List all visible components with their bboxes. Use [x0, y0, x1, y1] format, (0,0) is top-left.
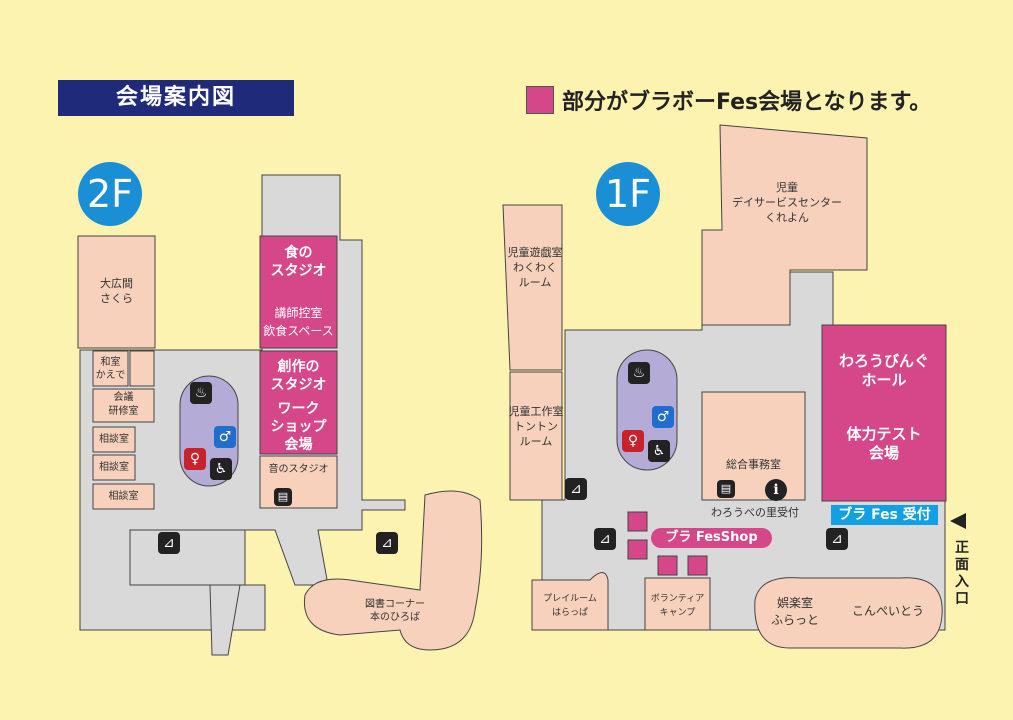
- fes-reception-label: ブラ Fes 受付: [831, 505, 938, 525]
- room-daihiroma: [77, 235, 156, 349]
- male-toilet-icon: ♂: [652, 406, 674, 428]
- elevator-icon: ▤: [274, 488, 292, 506]
- floor2-badge: 2F: [78, 162, 142, 226]
- label-goraku: 娯楽室 ふらっと: [770, 596, 819, 627]
- floor1-badge: 1F: [596, 162, 660, 226]
- label-daihiroma: 大広間 さくら: [100, 277, 133, 305]
- fes-shop-label: ブラ FesShop: [651, 528, 772, 548]
- label-oto: 音のスタジオ: [268, 464, 329, 475]
- stairs-icon: ⊿: [376, 532, 398, 554]
- female-toilet-icon: ♀: [622, 430, 644, 452]
- room-kaigi: [92, 388, 155, 423]
- stairs-icon: ⊿: [158, 532, 180, 554]
- label-sosaku: 創作の スタジオ: [270, 359, 327, 393]
- stairs-icon: ⊿: [565, 478, 587, 500]
- room-sosaku: [259, 350, 338, 455]
- label-volunteer: ボランティア キャンプ: [650, 594, 705, 618]
- fes-area-2: [627, 539, 648, 560]
- room-playroom: [531, 572, 609, 631]
- legend-text: 部分がブラボーFes会場となります。: [562, 90, 932, 115]
- room-dayservice: [701, 124, 868, 326]
- room-washitsu: [92, 350, 129, 387]
- label-hall: わろうびんぐ ホール: [838, 352, 929, 389]
- room-goraku-konpeito: [754, 577, 943, 649]
- label-sodan2: 相談室: [99, 462, 129, 473]
- label-sodan1: 相談室: [99, 434, 129, 445]
- room-volunteer: [644, 577, 711, 631]
- label-tosho: 図書コーナー 本のひろば: [365, 599, 425, 623]
- main-entrance-label: 正 面 入 口: [955, 540, 969, 607]
- female-toilet-icon: ♀: [184, 448, 206, 470]
- label-sodan3: 相談室: [108, 491, 139, 502]
- label-jido-kosaku: 児童工作室 トントン ルーム: [508, 405, 564, 448]
- room-washitsu-sub: [129, 350, 155, 387]
- label-dayservice: 児童 デイサービスセンター くれよん: [732, 181, 842, 224]
- accessible-toilet-icon: ♿: [210, 458, 232, 480]
- label-washitsu: 和室 かえで: [95, 357, 126, 381]
- label-workshop: ワーク ショップ 会場: [270, 401, 327, 453]
- male-toilet-icon: ♂: [214, 426, 236, 448]
- information-icon: i: [765, 479, 787, 501]
- room-jido-yugi: [502, 204, 563, 371]
- room-sodan3: [92, 483, 155, 510]
- elevator-icon: ▤: [717, 480, 735, 498]
- label-konpeito: こんぺいとう: [851, 604, 924, 618]
- room-tosho: [303, 490, 483, 651]
- kettle-icon: ♨: [628, 362, 650, 384]
- legend-swatch: [526, 86, 554, 114]
- legend: 部分がブラボーFes会場となります。: [526, 82, 931, 118]
- room-hall: [821, 324, 947, 502]
- room-oto: [259, 455, 338, 509]
- label-kaigi: 会議 研修室: [108, 392, 139, 417]
- room-jido-kosaku: [509, 371, 563, 501]
- room-sodan1: [92, 426, 136, 453]
- map-title: 会場案内図: [58, 80, 294, 116]
- label-playroom: プレイルーム はらっぱ: [543, 594, 597, 618]
- stairs-icon: ⊿: [594, 528, 616, 550]
- kettle-icon: ♨: [190, 382, 212, 404]
- label-satouketsuke: わろうべの里受付: [711, 506, 799, 519]
- label-shoku: 食の スタジオ: [270, 245, 327, 279]
- entrance-arrow-icon: [950, 513, 966, 529]
- fes-area-1: [627, 511, 648, 532]
- label-jido-yugi: 児童遊戯室 わくわく ルーム: [507, 246, 563, 289]
- accessible-toilet-icon: ♿: [648, 440, 670, 462]
- fes-area-4: [687, 555, 708, 576]
- label-koshi: 講師控室 飲食スペース: [263, 306, 334, 338]
- room-shoku: [259, 235, 338, 349]
- fes-area-3: [657, 555, 678, 576]
- room-sodan2: [92, 454, 136, 481]
- label-tairyoku: 体力テスト 会場: [846, 425, 922, 462]
- stairs-icon: ⊿: [826, 528, 848, 550]
- label-jimushitsu: 総合事務室: [726, 458, 781, 471]
